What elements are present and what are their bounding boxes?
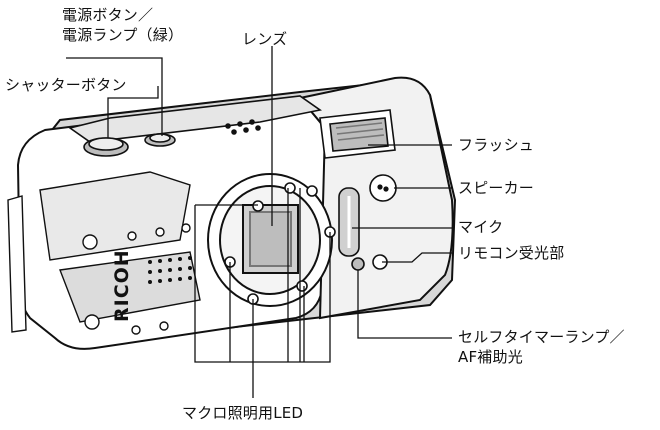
label-power-lamp: 電源ランプ（緑） bbox=[62, 26, 184, 44]
texture-dots bbox=[148, 256, 192, 284]
label-lens: レンズ bbox=[242, 30, 288, 48]
lens-assembly bbox=[207, 173, 333, 307]
grip-texture bbox=[7, 171, 201, 335]
brand-logo: RICOH bbox=[111, 249, 133, 322]
flash-window bbox=[319, 109, 396, 159]
label-af-assist-light: AF補助光 bbox=[458, 348, 523, 366]
label-shutter-button: シャッターボタン bbox=[5, 76, 127, 94]
label-speaker: スピーカー bbox=[458, 179, 535, 197]
label-remote-receiver: リモコン受光部 bbox=[458, 244, 565, 262]
microphone-slot bbox=[338, 187, 360, 257]
label-flash: フラッシュ bbox=[458, 136, 535, 154]
top-controls bbox=[68, 95, 322, 157]
leader-lines bbox=[66, 46, 452, 398]
label-macro-led: マクロ照明用LED bbox=[182, 404, 304, 422]
speaker-grille bbox=[369, 174, 397, 202]
label-self-timer-lamp: セルフタイマーランプ／ bbox=[458, 328, 625, 346]
label-power-button: 電源ボタン／ bbox=[62, 6, 154, 24]
label-microphone: マイク bbox=[458, 218, 504, 236]
